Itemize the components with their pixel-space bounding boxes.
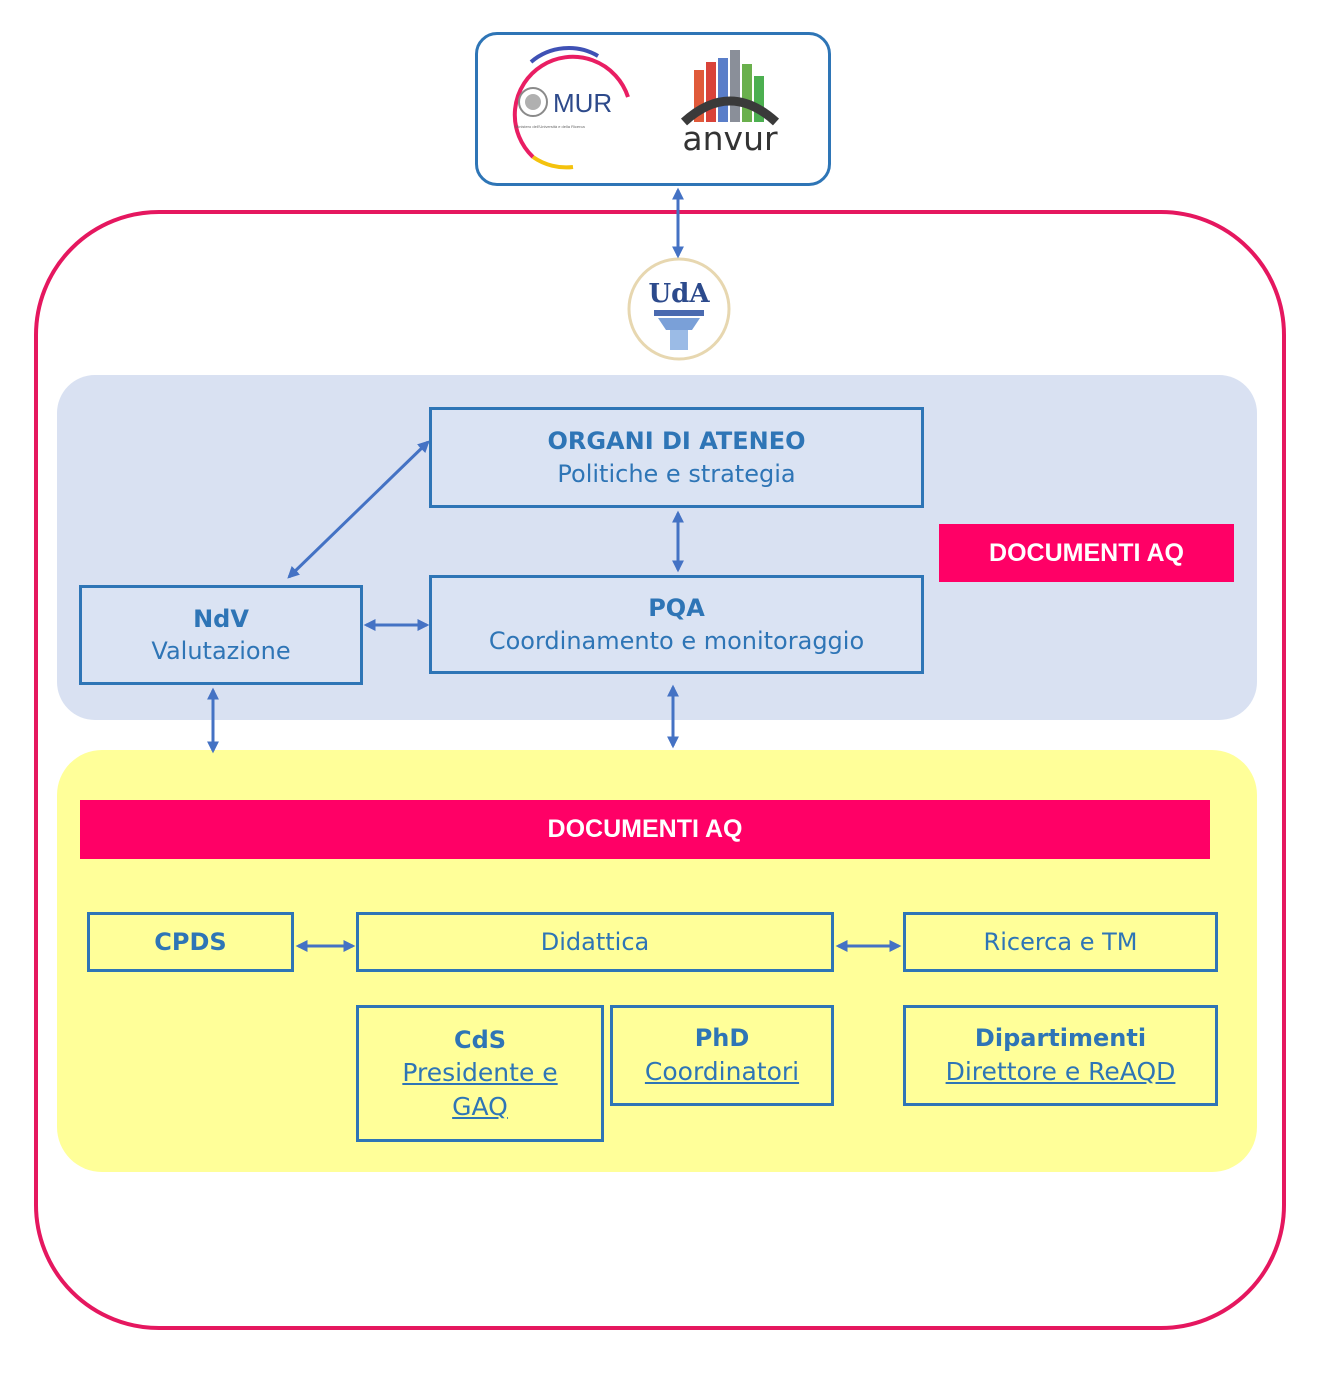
pqa-title: PQA (648, 594, 705, 623)
dipartimenti-link[interactable]: Direttore e ReAQD (945, 1056, 1176, 1086)
cpds-label: CPDS (154, 927, 227, 956)
dipartimenti-title: Dipartimenti (974, 1024, 1147, 1053)
ricerca-label: Ricerca e TM (983, 927, 1138, 956)
phd-box: PhD Coordinatori (610, 1005, 834, 1106)
dipartimenti-box: Dipartimenti Direttore e ReAQD (903, 1005, 1218, 1106)
ricerca-box: Ricerca e TM (903, 912, 1218, 972)
cpds-box: CPDS (87, 912, 294, 972)
svg-text:Ministero dell'Università e de: Ministero dell'Università e della Ricerc… (515, 124, 585, 129)
documenti-aq-banner-right: DOCUMENTI AQ (939, 524, 1234, 582)
phd-title: PhD (694, 1024, 750, 1053)
organi-subtitle: Politiche e strategia (557, 459, 796, 488)
pqa-box: PQA Coordinamento e monitoraggio (429, 575, 924, 674)
phd-link[interactable]: Coordinatori (644, 1056, 800, 1086)
ndv-title: NdV (193, 604, 249, 633)
svg-text:MUR: MUR (553, 88, 612, 118)
mur-logo: MUR Ministero dell'Università e della Ri… (512, 46, 630, 170)
cds-title: CdS (453, 1025, 507, 1054)
uda-logo: UdA (627, 257, 731, 361)
pqa-subtitle: Coordinamento e monitoraggio (488, 626, 865, 655)
cds-box: CdS Presidente e GAQ (356, 1005, 604, 1142)
svg-text:anvur: anvur (682, 119, 778, 158)
cds-link-line2[interactable]: GAQ (452, 1091, 508, 1121)
organi-di-ateneo-box: ORGANI DI ATENEO Politiche e strategia (429, 407, 924, 508)
ndv-box: NdV Valutazione (79, 585, 363, 685)
ndv-subtitle: Valutazione (151, 637, 291, 665)
anvur-logo: anvur (680, 50, 780, 158)
didattica-label: Didattica (540, 927, 650, 956)
didattica-box: Didattica (356, 912, 834, 972)
organi-title: ORGANI DI ATENEO (547, 427, 806, 456)
svg-text:UdA: UdA (648, 279, 710, 309)
cds-link-line1[interactable]: Presidente e (402, 1057, 558, 1087)
documenti-aq-banner-bottom: DOCUMENTI AQ (80, 800, 1210, 859)
organization-frame (34, 210, 1286, 1330)
